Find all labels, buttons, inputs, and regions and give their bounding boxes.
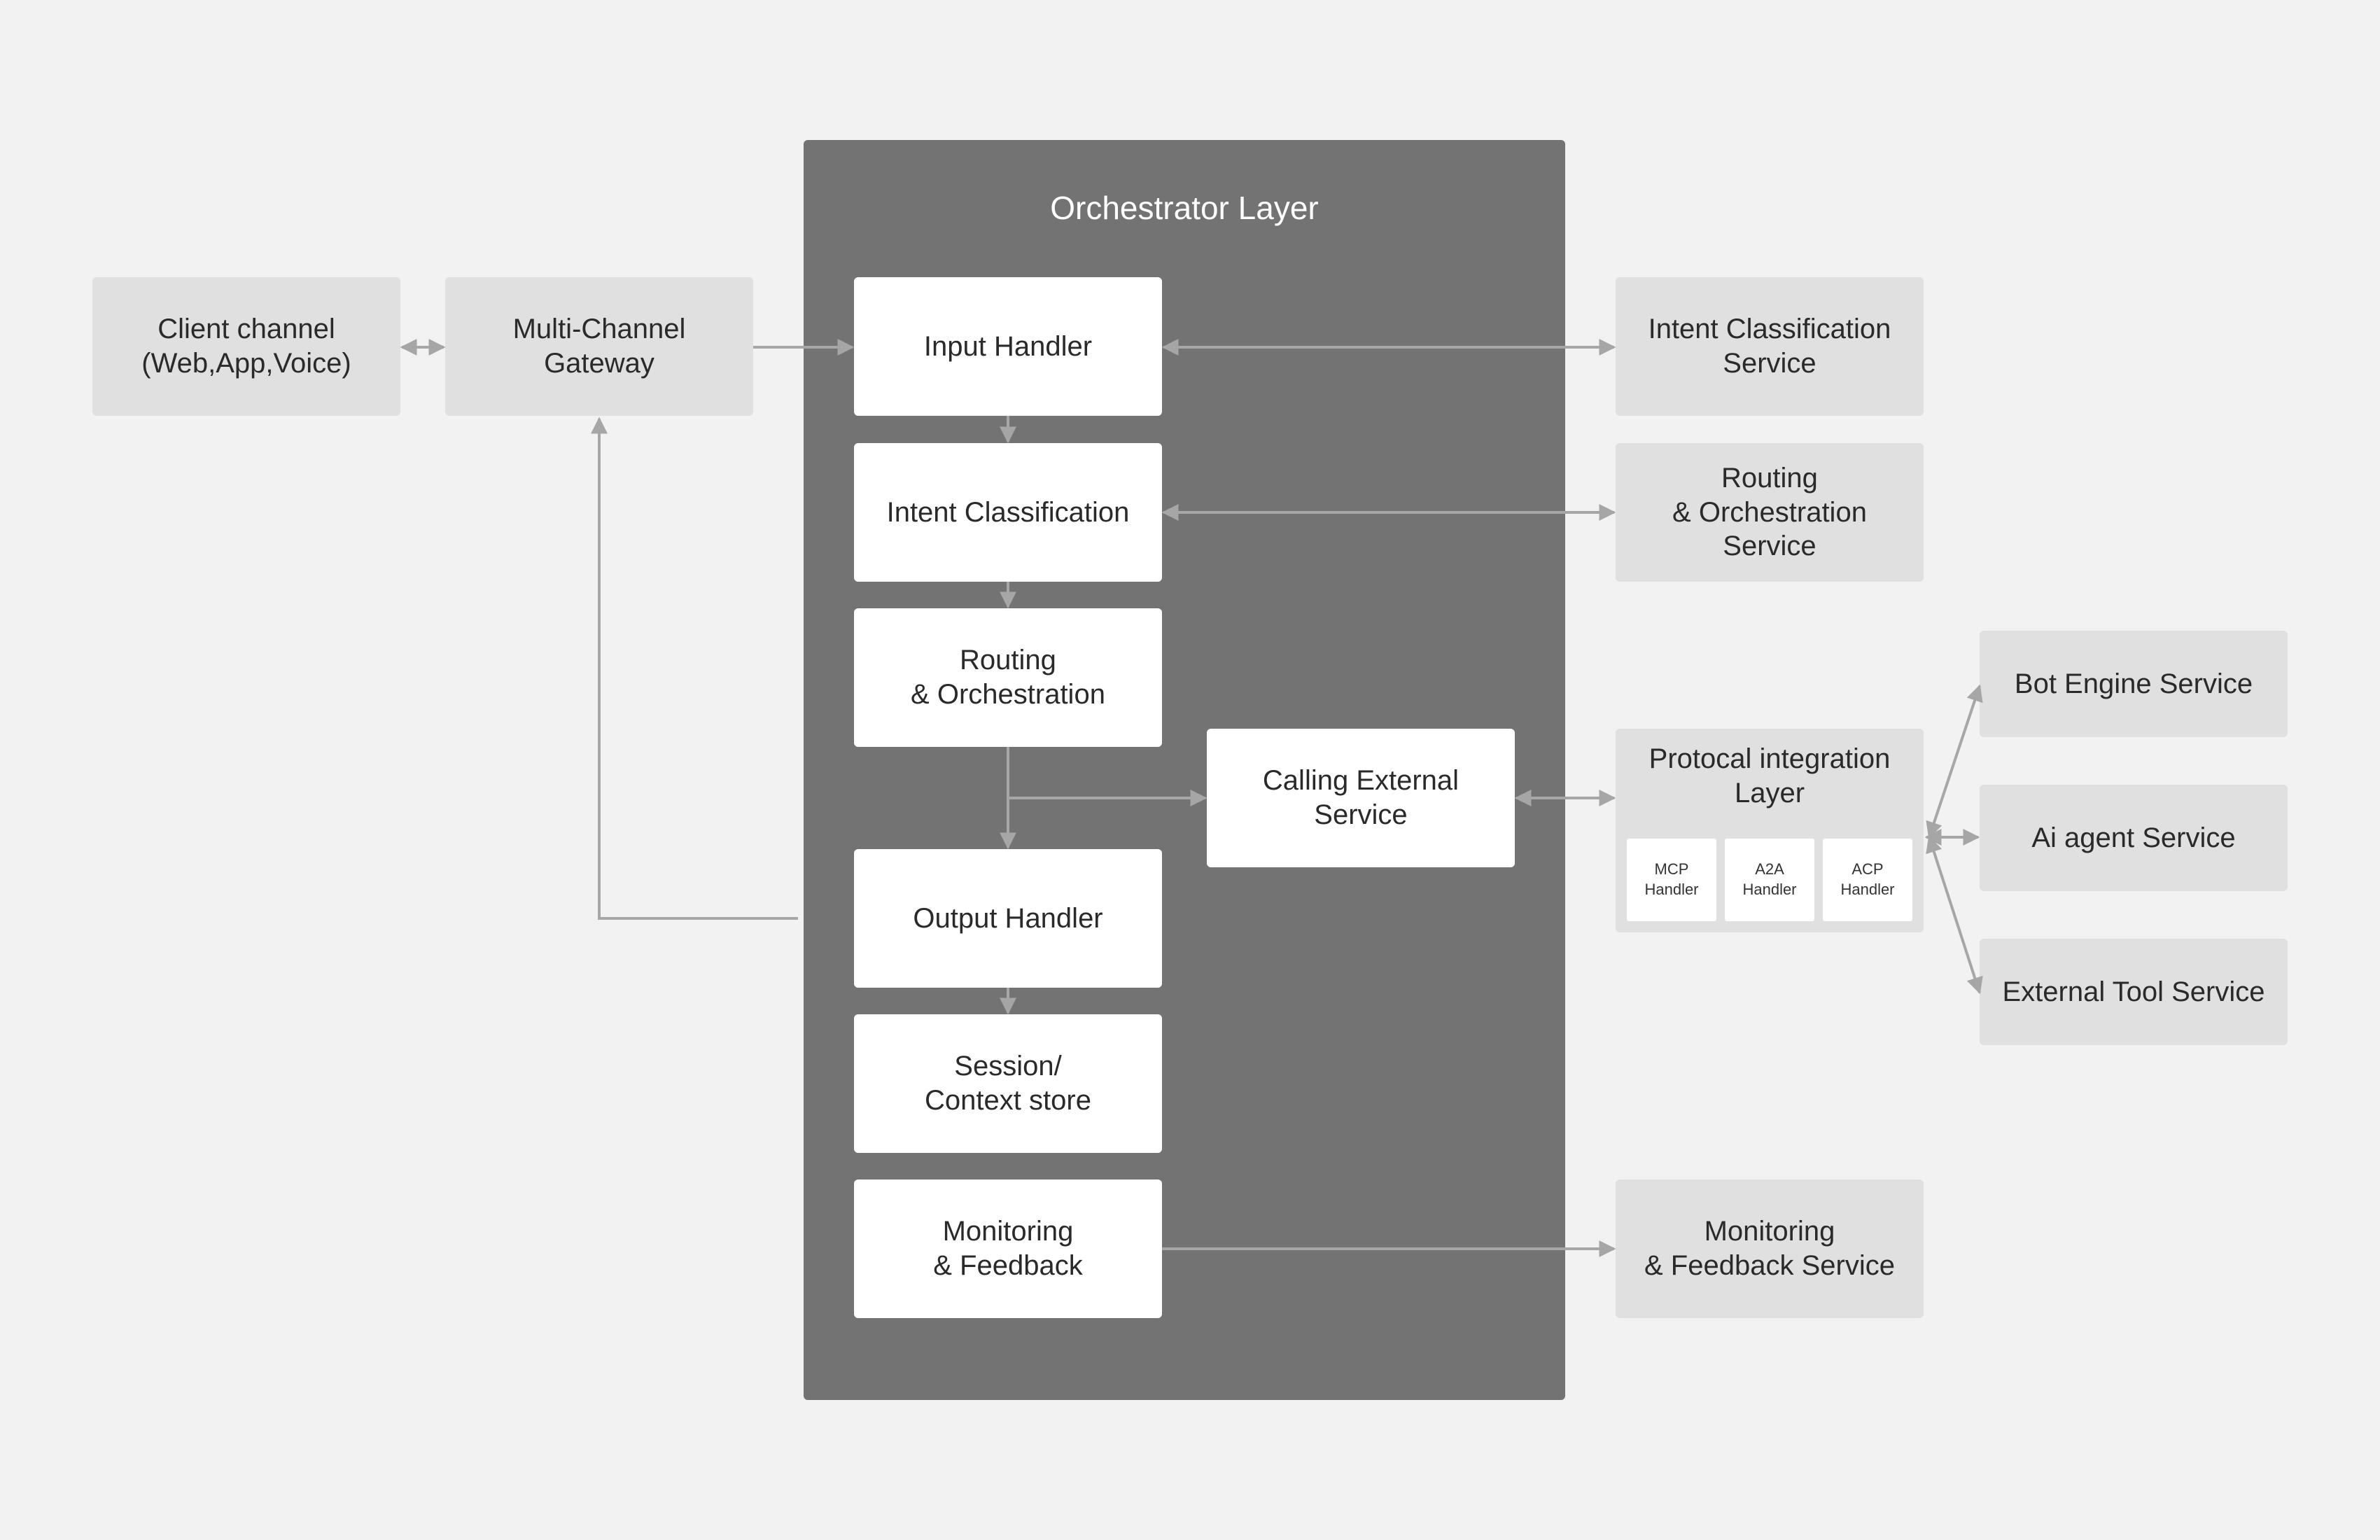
connector-output-gateway bbox=[591, 416, 798, 920]
monitoring-feedback-box: Monitoring & Feedback bbox=[854, 1180, 1162, 1318]
client-channel-box: Client channel (Web,App,Voice) bbox=[92, 277, 400, 416]
bot-engine-service-box: Bot Engine Service bbox=[1980, 631, 2288, 737]
input-handler-box: Input Handler bbox=[854, 277, 1162, 416]
a2a-handler-box: A2A Handler bbox=[1725, 839, 1814, 921]
routing-orchestration-box: Routing & Orchestration bbox=[854, 608, 1162, 747]
multi-channel-gateway-box: Multi-Channel Gateway bbox=[445, 277, 753, 416]
mcp-handler-box: MCP Handler bbox=[1627, 839, 1716, 921]
intent-classification-box: Intent Classification bbox=[854, 443, 1162, 582]
ai-agent-service-box: Ai agent Service bbox=[1980, 785, 2288, 891]
routing-orchestration-service-box: Routing & Orchestration Service bbox=[1616, 443, 1924, 582]
connector-protocol-tool bbox=[1926, 835, 1983, 995]
orchestrator-layer-title: Orchestrator Layer bbox=[1050, 190, 1319, 226]
protocol-integration-layer-title: Protocal integration Layer bbox=[1648, 743, 1891, 808]
calling-external-service-box: Calling External Service bbox=[1207, 729, 1515, 867]
external-tool-service-box: External Tool Service bbox=[1980, 939, 2288, 1045]
intent-classification-service-box: Intent Classification Service bbox=[1616, 277, 1924, 416]
output-handler-box: Output Handler bbox=[854, 849, 1162, 988]
acp-handler-box: ACP Handler bbox=[1823, 839, 1912, 921]
session-context-store-box: Session/ Context store bbox=[854, 1014, 1162, 1153]
monitoring-feedback-service-box: Monitoring & Feedback Service bbox=[1616, 1180, 1924, 1318]
connector-protocol-bot bbox=[1926, 684, 1983, 839]
